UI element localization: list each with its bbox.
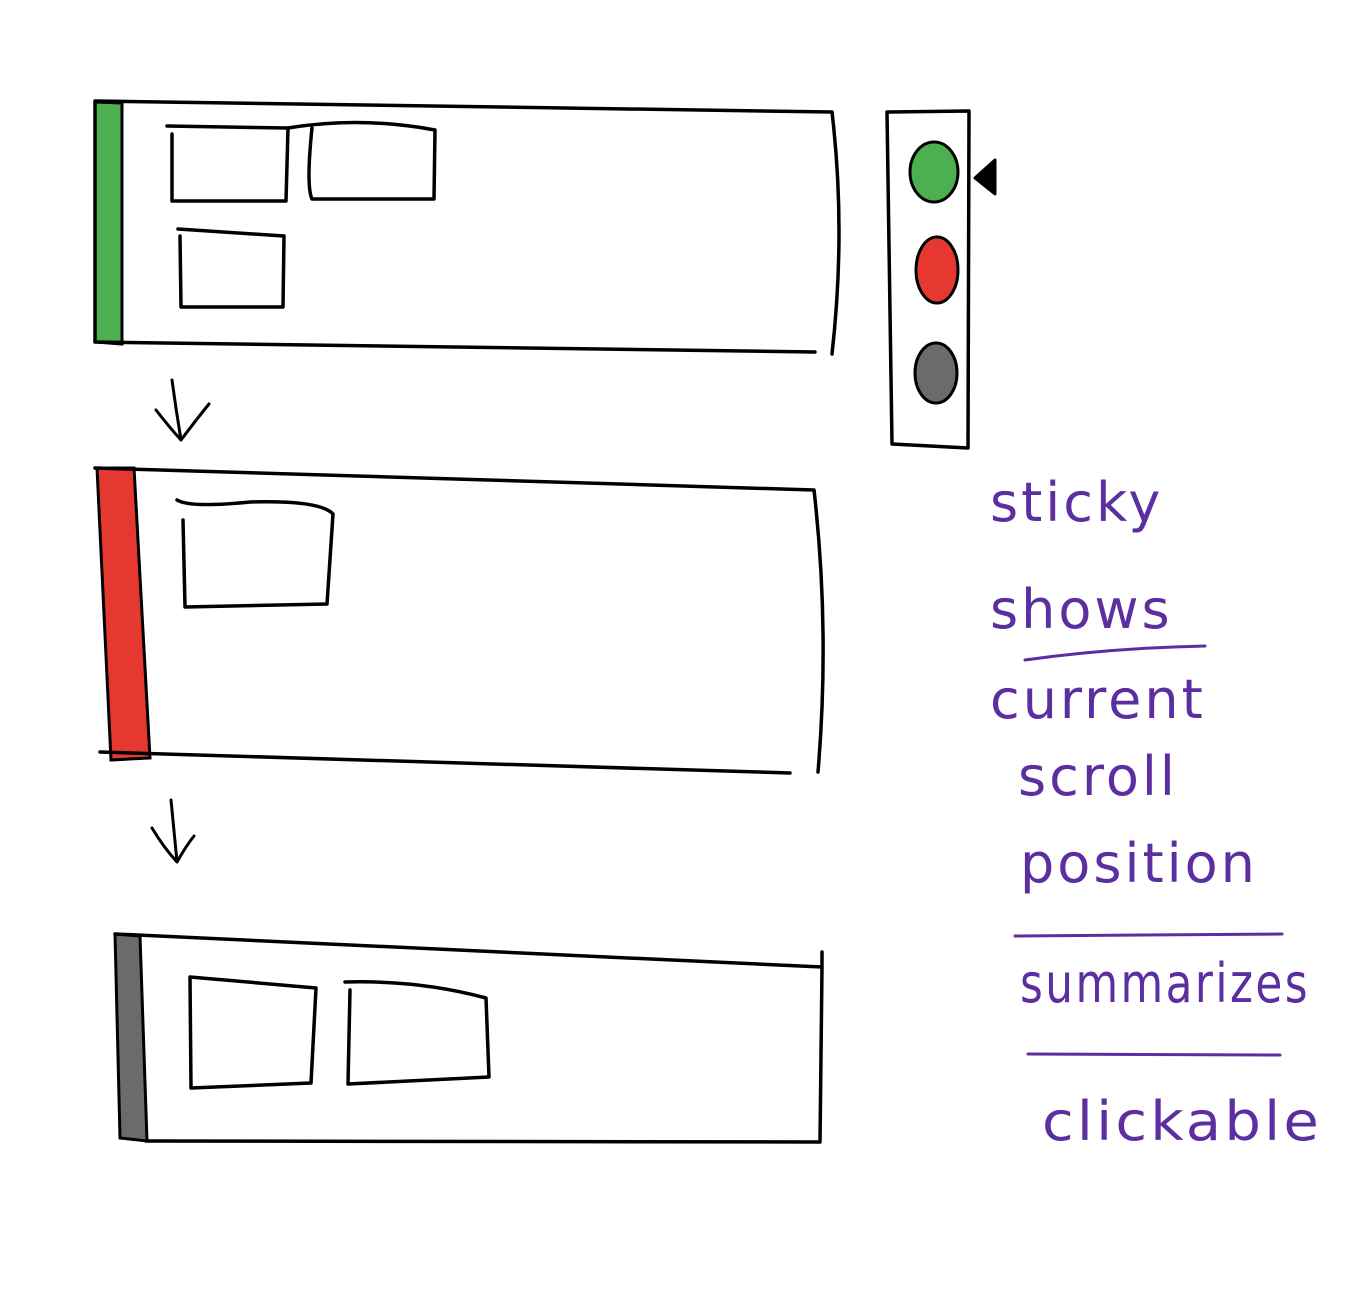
panel-3-card-2	[343, 980, 491, 1086]
panel-1-card-2	[286, 120, 437, 201]
down-arrow-icon-1	[154, 378, 211, 442]
panel-1-frame	[93, 99, 841, 356]
panel-1	[93, 99, 841, 356]
note-position: position	[1020, 832, 1258, 895]
note-divider-2	[1013, 932, 1284, 938]
down-arrow-icon-2	[150, 798, 196, 864]
indicator-light-red[interactable]	[914, 235, 960, 305]
panel-2-card-1	[175, 498, 335, 609]
panel-3-frame	[113, 932, 824, 1144]
triangle-pointer-icon	[973, 158, 997, 196]
panel-1-card-3	[176, 227, 286, 309]
scroll-indicator[interactable]	[885, 109, 997, 450]
note-sticky: sticky	[990, 471, 1163, 534]
panel-3	[113, 932, 824, 1144]
note-summarizes: summarizes	[1020, 952, 1310, 1015]
indicator-light-gray[interactable]	[913, 341, 959, 405]
note-current: current	[990, 668, 1206, 731]
notes: sticky shows current scroll position sum…	[990, 471, 1322, 1153]
panel-3-status-bar	[113, 932, 149, 1143]
panel-3-card-1	[188, 975, 318, 1090]
panel-2	[93, 466, 825, 775]
note-divider-1	[1023, 644, 1207, 662]
note-shows: shows	[990, 578, 1173, 641]
note-scroll: scroll	[1018, 745, 1178, 808]
note-divider-3	[1026, 1052, 1282, 1057]
indicator-frame	[885, 109, 971, 450]
note-clickable: clickable	[1042, 1090, 1322, 1153]
panel-2-status-bar	[95, 466, 152, 762]
panel-1-status-bar	[93, 100, 124, 346]
indicator-light-green[interactable]	[908, 140, 960, 204]
panel-2-frame	[93, 466, 825, 775]
panel-1-card-1	[165, 124, 290, 203]
